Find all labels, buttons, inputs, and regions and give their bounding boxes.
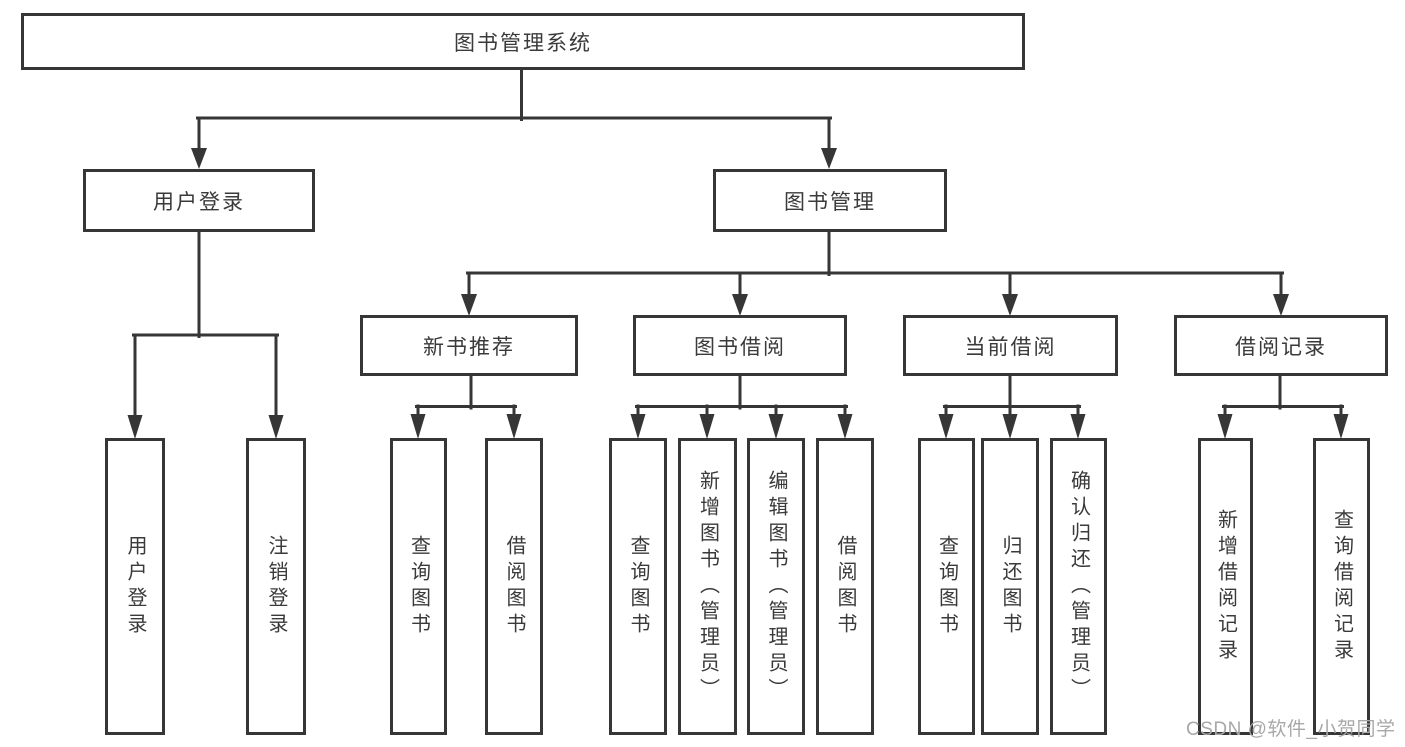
- node-label: 注销登录: [265, 534, 287, 639]
- leaf-bb-edit-books-admin: 编辑图书（管理员）: [747, 438, 805, 735]
- node-book-management: 图书管理: [713, 169, 947, 232]
- node-label: 新增借阅记录: [1214, 508, 1237, 665]
- node-label: 查询图书: [627, 534, 649, 639]
- node-label: 查询借阅记录: [1330, 508, 1353, 665]
- node-new-book-recommend: 新书推荐: [360, 315, 578, 376]
- connector-user-login-to-leaves: [127, 229, 284, 439]
- leaf-bb-borrow-books: 借阅图书: [816, 438, 874, 735]
- node-label: 归还图书: [999, 534, 1021, 639]
- node-label: 图书管理: [784, 190, 876, 214]
- leaf-cb-query-books: 查询图书: [918, 438, 975, 735]
- leaf-logout: 注销登录: [246, 438, 306, 735]
- node-label: 查询图书: [407, 534, 430, 639]
- leaf-bb-query-books: 查询图书: [609, 438, 667, 735]
- leaf-nr-query-books: 查询图书: [390, 438, 447, 735]
- node-label: 借阅图书: [503, 534, 525, 639]
- leaf-bb-add-books-admin: 新增图书（管理员）: [678, 438, 737, 735]
- node-label: 图书管理系统: [454, 31, 592, 55]
- node-current-borrowing: 当前借阅: [903, 315, 1118, 376]
- connector-book-borrowing-to-leaves: [630, 374, 853, 439]
- node-label: 编辑图书（管理员）: [765, 469, 787, 704]
- connector-current-borrowing-to-leaves: [938, 374, 1086, 439]
- node-label: 用户登录: [124, 534, 146, 639]
- leaf-br-query-record: 查询借阅记录: [1313, 438, 1370, 735]
- node-user-login: 用户登录: [83, 169, 315, 232]
- node-label: 借阅图书: [834, 534, 856, 639]
- connector-borrow-records-to-leaves: [1217, 374, 1349, 439]
- node-label: 查询图书: [935, 534, 958, 639]
- connector-new-book-recommend-to-leaves: [410, 374, 522, 439]
- connector-book-management-to-level3: [461, 230, 1289, 316]
- node-label: 借阅记录: [1235, 335, 1327, 359]
- csdn-watermark: CSDN @软件_小贺同学: [1186, 719, 1396, 740]
- node-label: 确认归还（管理员）: [1067, 469, 1090, 704]
- node-label: 用户登录: [153, 190, 245, 214]
- node-label: 新书推荐: [423, 335, 515, 359]
- connector-root-to-level2: [191, 67, 837, 169]
- leaf-nr-borrow-books: 借阅图书: [485, 438, 543, 735]
- node-label: 新增图书（管理员）: [696, 469, 719, 704]
- node-book-borrowing: 图书借阅: [633, 315, 847, 376]
- node-root-library-management-system: 图书管理系统: [21, 13, 1025, 70]
- leaf-cb-confirm-return-admin: 确认归还（管理员）: [1050, 438, 1107, 735]
- node-label: 当前借阅: [964, 335, 1057, 359]
- node-borrow-records: 借阅记录: [1174, 315, 1388, 376]
- node-label: 图书借阅: [694, 335, 786, 359]
- leaf-cb-return-books: 归还图书: [981, 438, 1039, 735]
- leaf-br-add-record: 新增借阅记录: [1198, 438, 1253, 735]
- leaf-user-login: 用户登录: [105, 438, 165, 735]
